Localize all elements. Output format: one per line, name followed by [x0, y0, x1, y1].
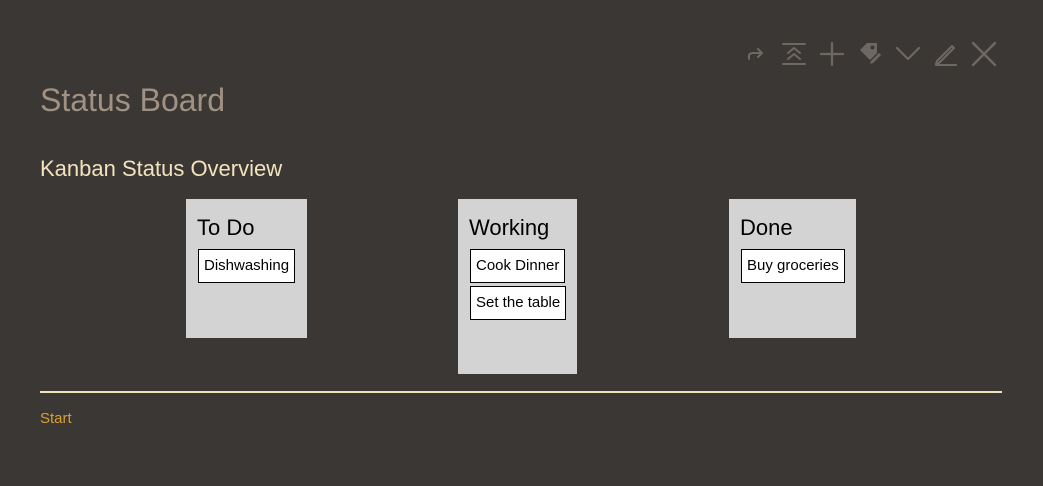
tag-edit-icon[interactable] — [851, 38, 889, 70]
column-done[interactable]: Done Buy groceries — [729, 199, 856, 338]
start-link[interactable]: Start — [40, 410, 72, 427]
divider — [40, 391, 1002, 393]
column-todo[interactable]: To Do Dishwashing — [186, 199, 307, 338]
column-header: Done — [740, 215, 793, 240]
kanban-card[interactable]: Dishwashing — [198, 249, 296, 283]
close-icon[interactable] — [965, 38, 1003, 70]
add-icon[interactable] — [813, 38, 851, 70]
board-title: Kanban Status Overview — [40, 156, 283, 181]
column-header: To Do — [197, 215, 255, 240]
column-working[interactable]: Working Cook Dinner Set the table — [458, 199, 577, 374]
pencil-icon[interactable] — [927, 38, 965, 70]
kanban-card[interactable]: Cook Dinner — [470, 249, 566, 283]
toolbar — [737, 38, 1003, 70]
column-header: Working — [469, 215, 550, 240]
page-title: Status Board — [40, 82, 225, 118]
kanban-card[interactable]: Buy groceries — [741, 249, 845, 283]
kanban-card[interactable]: Set the table — [470, 286, 567, 320]
chevron-down-icon[interactable] — [889, 38, 927, 70]
share-icon[interactable] — [737, 38, 775, 70]
collapse-to-top-icon[interactable] — [775, 38, 813, 70]
